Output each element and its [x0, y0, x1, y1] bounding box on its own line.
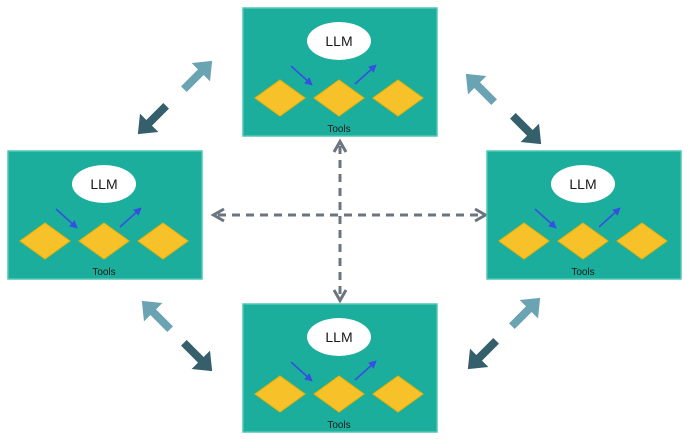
llm-label: LLM: [569, 176, 596, 192]
tools-label: Tools: [327, 124, 350, 135]
tool-call-arrow: [290, 65, 313, 86]
arrow-down-left-dark: [467, 338, 499, 370]
tool-call-arrow: [290, 361, 313, 382]
llm-ellipse: [551, 165, 615, 203]
tool-diamond: [254, 79, 306, 117]
tool-return-arrow: [354, 360, 377, 381]
tool-diamond: [557, 222, 609, 260]
tool-diamond: [19, 222, 71, 260]
llm-label: LLM: [90, 176, 117, 192]
tool-return-arrow: [119, 207, 142, 228]
agent-box-right: LLM Tools: [486, 150, 682, 280]
agent-box-top: LLM Tools: [242, 7, 438, 137]
tool-diamond: [313, 375, 365, 413]
arrow-up-right-light: [181, 60, 213, 92]
tool-call-arrow: [55, 208, 78, 229]
arrow-down-right-dark: [181, 340, 213, 372]
llm-label: LLM: [325, 33, 352, 49]
tool-call-arrow: [534, 208, 557, 229]
tool-diamond: [313, 79, 365, 117]
dashed-connectors: [210, 138, 489, 304]
tool-return-arrow: [354, 64, 377, 85]
tool-diamond: [616, 222, 668, 260]
llm-ellipse: [72, 165, 136, 203]
diagonal-arrows: [137, 60, 542, 372]
arrow-up-left-light: [141, 300, 173, 332]
tool-diamond: [78, 222, 130, 260]
tools-label: Tools: [92, 267, 115, 278]
llm-label: LLM: [325, 329, 352, 345]
tools-label: Tools: [327, 420, 350, 431]
tool-diamond: [498, 222, 550, 260]
tool-return-arrow: [598, 207, 621, 228]
arrow-down-right-dark: [510, 113, 542, 145]
tool-diamond: [137, 222, 189, 260]
llm-ellipse: [307, 22, 371, 60]
tool-diamond: [372, 79, 424, 117]
arrow-down-left-dark: [137, 103, 169, 135]
agent-box-left: LLM Tools: [7, 150, 203, 280]
agent-box-bottom: LLM Tools: [242, 303, 438, 433]
tool-diamond: [372, 375, 424, 413]
arrow-up-left-light: [465, 73, 497, 105]
tools-label: Tools: [571, 267, 594, 278]
tool-diamond: [254, 375, 306, 413]
arrow-up-right-light: [509, 297, 541, 329]
llm-ellipse: [307, 318, 371, 356]
